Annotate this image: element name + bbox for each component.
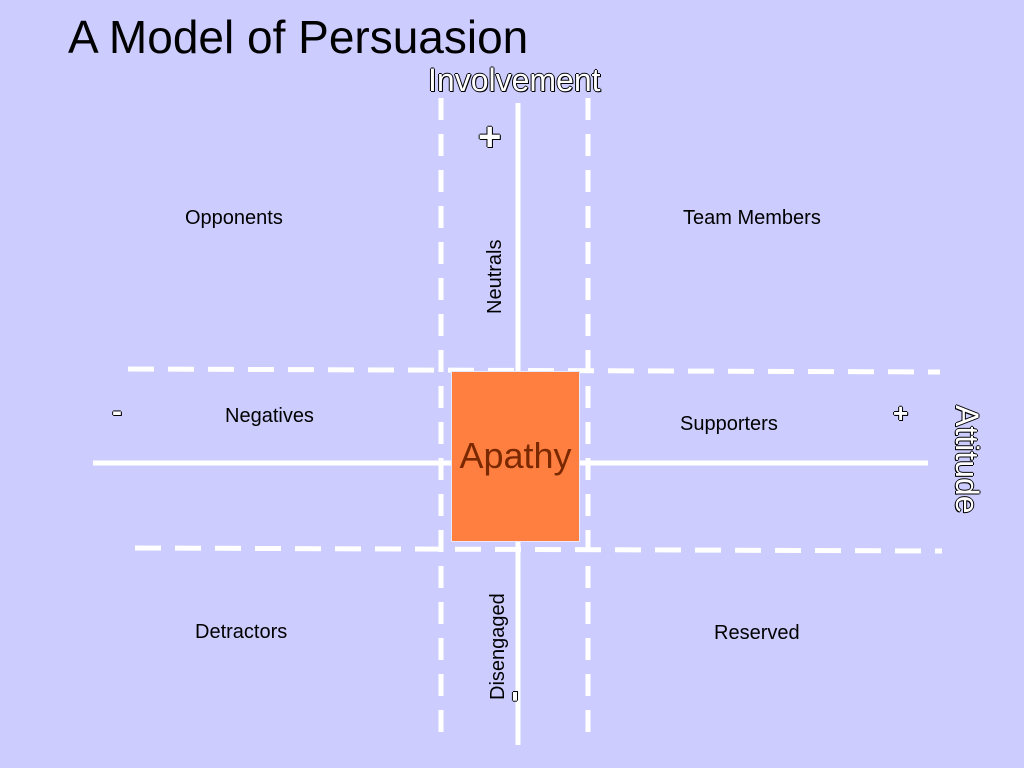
quadrant-label-negatives: Negatives [225, 405, 314, 427]
quadrant-label-opponents: Opponents [185, 207, 283, 229]
apathy-center-box: Apathy [451, 371, 580, 542]
dashed-line-top-horizontal [127, 366, 941, 375]
attitude-plus-sign: + [893, 398, 909, 428]
quadrant-label-detractors: Detractors [195, 621, 288, 643]
attitude-axis-label: Attitude [949, 405, 985, 514]
apathy-label: Apathy [459, 434, 572, 476]
quadrant-label-disengaged: Disengaged [487, 593, 509, 700]
attitude-minus-sign: - [112, 395, 122, 428]
quadrant-label-reserved: Reserved [714, 622, 800, 644]
page-title: A Model of Persuasion [68, 11, 529, 63]
quadrant-label-team-members: Team Members [683, 207, 821, 229]
involvement-axis-label: Involvement [428, 62, 601, 98]
quadrant-label-supporters: Supporters [680, 413, 778, 435]
involvement-plus-sign: + [478, 115, 502, 159]
dashed-line-bottom-horizontal [134, 545, 943, 554]
quadrant-label-neutrals: Neutrals [484, 239, 506, 314]
